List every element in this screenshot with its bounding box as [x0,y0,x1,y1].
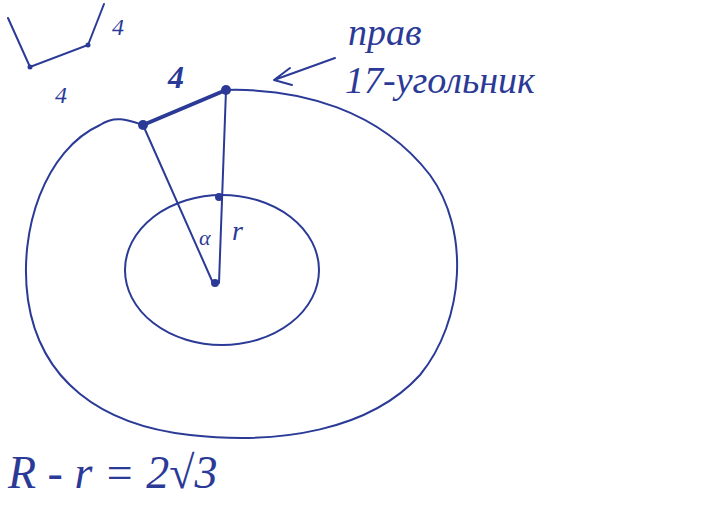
polygon-note: 17-угольник [345,60,535,102]
center-point [211,279,219,287]
pointer-arrow [274,58,335,85]
polygon-fragment [8,4,104,67]
vertex-point [28,65,33,70]
outer-circle [26,90,457,438]
vertex-point [138,120,148,130]
vertex-point [221,85,231,95]
polygon-side [143,90,226,125]
equation: R - r = 2√3 [8,448,218,499]
side-length: 4 [168,60,184,95]
radius-label: r [232,216,243,247]
side-length: 4 [112,14,124,40]
radius-line [219,90,226,283]
tangent-point [215,193,223,201]
radius-line [143,125,213,283]
angle-label: α [199,226,211,250]
points [28,43,232,288]
polygon-note: прав [348,12,422,54]
vertex-point [86,43,91,48]
side-length: 4 [55,82,67,108]
